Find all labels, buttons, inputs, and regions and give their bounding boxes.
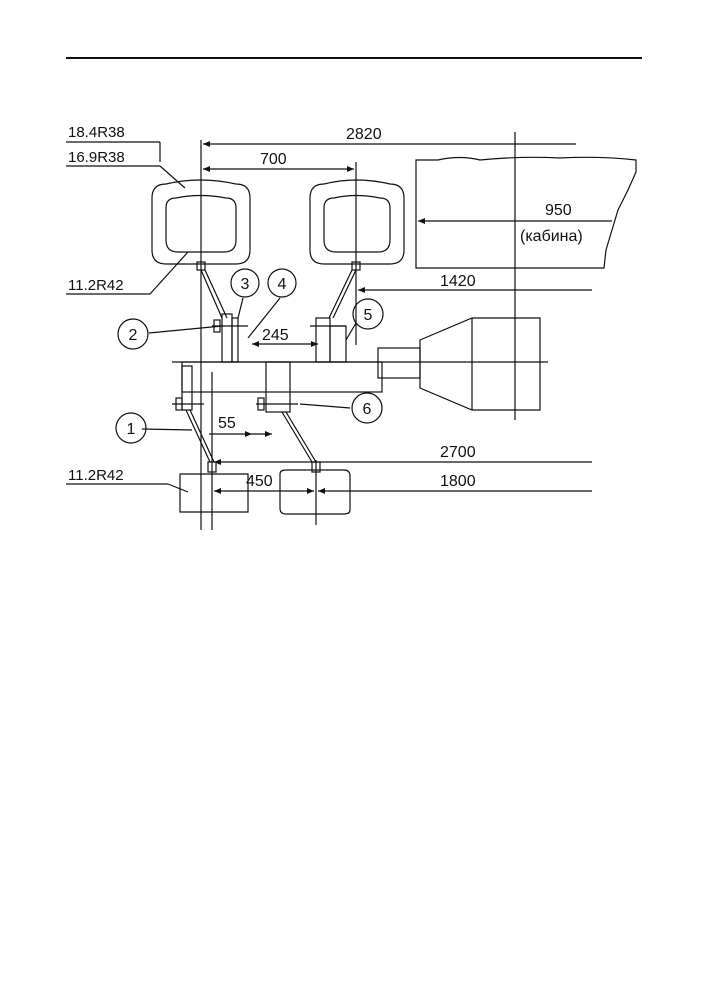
arrowhead-700-right: [347, 166, 354, 172]
dim-1420: 1420: [440, 273, 476, 290]
arrowhead-700-left: [203, 166, 210, 172]
callout-circle-2: [117, 318, 149, 350]
callout-circle-1: [115, 412, 147, 444]
callout-4: 4: [278, 276, 287, 293]
disc-upper-left: [221, 313, 233, 363]
callout-circle-4: [267, 268, 297, 298]
label-16-9r38: 16.9R38: [68, 149, 125, 166]
callout-circle-3: [230, 268, 260, 298]
arrowhead-2820: [203, 141, 210, 147]
dim-1800: 1800: [440, 473, 476, 490]
leader-3: [237, 297, 244, 319]
arrowhead-1420: [358, 287, 365, 293]
tyre-lower-left: [179, 473, 249, 513]
leader-1: [141, 428, 193, 431]
rim-arm-lower-right-2: [285, 411, 317, 463]
hub-lower-right: [311, 461, 321, 473]
leader-5: [345, 322, 357, 341]
leader-2: [148, 325, 223, 334]
dim-cab-label: (кабина): [520, 228, 583, 245]
tyre-upper-right-inner: [323, 194, 391, 253]
callout-3: 3: [241, 276, 250, 293]
leader-16-9r38-arrow: [159, 165, 186, 189]
callout-circle-5: [352, 298, 384, 330]
tyre-upper-left-inner: [165, 194, 237, 253]
label-11-2r42-lower: 11.2R42: [68, 467, 124, 484]
disc-lower-right: [265, 361, 291, 413]
dim-2700: 2700: [440, 444, 476, 461]
final-drive-housing: [419, 317, 541, 411]
arrowhead-1800: [318, 488, 325, 494]
tyre-upper-right-outer: [309, 179, 405, 265]
rim-arm-upper-left: [200, 269, 223, 319]
rim-arm-upper-right: [332, 269, 357, 319]
arrowhead-55-left: [245, 431, 252, 437]
arrowhead-450-right: [307, 488, 314, 494]
rim-arm-upper-left-2: [204, 269, 228, 319]
rim-arm-lower-left: [185, 409, 211, 463]
bolt-nut-6: [257, 397, 265, 411]
dim-950: 950: [545, 202, 572, 219]
label-11-2r42-upper: 11.2R42: [68, 277, 124, 294]
hub-block-5: [329, 325, 347, 363]
arrowhead-245-right: [311, 341, 318, 347]
bolt-nut-lower-left: [175, 397, 183, 411]
rim-arm-lower-left-2: [189, 409, 215, 463]
arrowhead-2700: [214, 459, 221, 465]
leader-4: [247, 297, 281, 339]
spacer-3: [231, 317, 239, 363]
dim-245: 245: [262, 327, 289, 344]
rim-arm-lower-right: [281, 411, 313, 463]
dim-450: 450: [246, 473, 273, 490]
leader-11-2r42-upper-arrow: [149, 251, 189, 295]
disc-upper-right: [315, 317, 331, 363]
callout-6: 6: [363, 401, 372, 418]
label-18-4r38: 18.4R38: [68, 124, 125, 141]
leader-6: [299, 403, 351, 409]
arrowhead-950: [418, 218, 425, 224]
dim-55: 55: [218, 415, 236, 432]
cab-outline: [415, 156, 637, 269]
arrowhead-245-left: [252, 341, 259, 347]
arrowhead-55-right: [265, 431, 272, 437]
callout-2: 2: [129, 327, 138, 344]
arrowhead-450-left: [214, 488, 221, 494]
rim-arm-upper-right-2: [328, 269, 353, 319]
shaft-sleeve: [377, 347, 421, 379]
dim-2820: 2820: [346, 126, 382, 143]
tyre-upper-left-outer: [151, 179, 251, 265]
tyre-lower-right: [279, 469, 351, 515]
disc-lower-left: [181, 365, 193, 411]
dim-700: 700: [260, 151, 287, 168]
leader-11-2r42-lower-arrow: [167, 483, 189, 493]
hub-lower-left: [207, 461, 217, 473]
callout-5: 5: [364, 307, 373, 324]
callout-circle-6: [351, 392, 383, 424]
callout-1: 1: [127, 421, 136, 438]
